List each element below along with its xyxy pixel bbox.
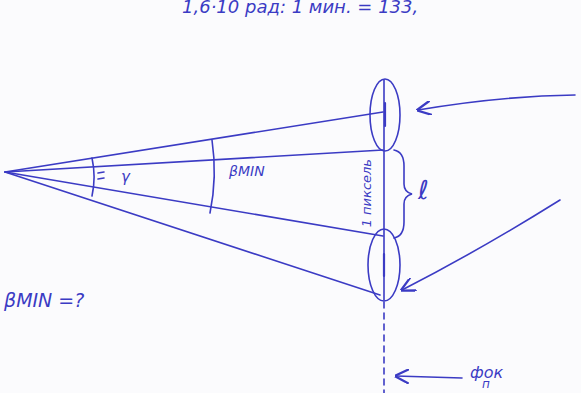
angle-arc xyxy=(210,140,214,213)
ray-line xyxy=(5,150,383,172)
ray-line xyxy=(5,112,383,172)
pointer-arrow xyxy=(396,376,462,378)
angle-label: βMIN xyxy=(229,164,265,179)
angle-tick xyxy=(98,178,104,179)
ray-line xyxy=(5,172,380,295)
question-label: βMIN =? xyxy=(4,290,84,311)
angle-tick xyxy=(98,172,104,173)
pointer-arrow xyxy=(402,200,560,290)
center-mark xyxy=(383,254,385,276)
ray-line xyxy=(5,172,383,236)
focal-plane-line xyxy=(383,80,385,300)
angle-arc xyxy=(92,158,94,196)
star-image xyxy=(368,229,400,301)
angle-label: γ xyxy=(121,169,130,186)
pointer-arrow xyxy=(418,95,575,110)
pixel-label: 1 пиксель xyxy=(360,159,374,227)
star-image xyxy=(370,79,400,151)
brace xyxy=(394,150,412,238)
focal-plane-line xyxy=(383,302,385,393)
center-mark xyxy=(384,103,386,126)
length-label: ℓ xyxy=(418,176,429,205)
formula-note: 1,6·10 рад: 1 мин. = 133, xyxy=(182,0,418,17)
plane-label: п xyxy=(482,378,490,391)
